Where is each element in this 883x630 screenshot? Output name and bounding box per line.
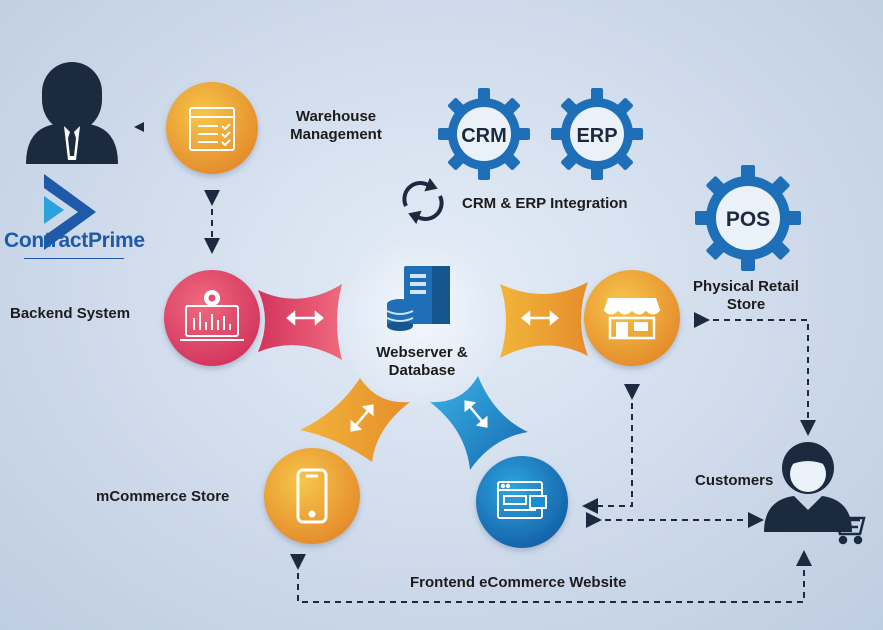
mcommerce-label: mCommerce Store <box>96 488 230 505</box>
logo-underline <box>24 258 124 259</box>
server-icon <box>404 266 450 324</box>
frontend-node <box>476 456 568 548</box>
gear-icon <box>204 290 220 306</box>
customer-icon <box>764 442 852 532</box>
frontend-label: Frontend eCommerce Website <box>410 574 627 591</box>
store-icon <box>603 298 661 340</box>
retail-frontend-link <box>582 384 640 514</box>
backend-label: Backend System <box>10 305 131 322</box>
double-arrow-icon <box>464 400 488 428</box>
warehouse-label: Warehouse Management <box>290 108 382 143</box>
logo-icon <box>44 174 96 250</box>
database-icon <box>386 299 414 331</box>
arrow-icon <box>134 122 144 132</box>
retail-customer-link <box>694 312 816 436</box>
mcommerce-node <box>264 448 360 544</box>
logo-text: ContractPrime <box>4 229 145 252</box>
webserver-label: Webserver & Database <box>376 344 468 379</box>
connector-retail <box>500 282 588 358</box>
customers-label: Customers <box>695 472 774 489</box>
double-arrow-icon <box>521 310 559 326</box>
refresh-icon <box>402 177 444 225</box>
erp-gear-icon <box>551 88 643 180</box>
connector-backend <box>258 284 342 360</box>
pos-gear-label: POS <box>726 208 770 231</box>
checklist-icon <box>189 107 235 151</box>
erp-gear-label: ERP <box>576 125 617 147</box>
warehouse-node <box>166 82 258 174</box>
person-icon <box>26 62 118 164</box>
dashed-connectors <box>204 190 816 603</box>
cart-icon <box>826 510 866 545</box>
crm-gear-label: CRM <box>461 125 507 147</box>
crm-erp-label: CRM & ERP Integration <box>462 195 628 212</box>
double-arrow-icon <box>350 404 374 432</box>
physical-store-label: Physical Retail Store <box>693 278 799 313</box>
smartphone-icon <box>296 468 328 524</box>
pos-gear-icon <box>695 165 801 271</box>
crm-gear-icon <box>438 88 530 180</box>
monitor-chart-icon <box>180 305 244 341</box>
double-arrow-icon <box>286 310 324 326</box>
connector-mcommerce <box>300 378 410 462</box>
browser-icon <box>497 481 547 519</box>
